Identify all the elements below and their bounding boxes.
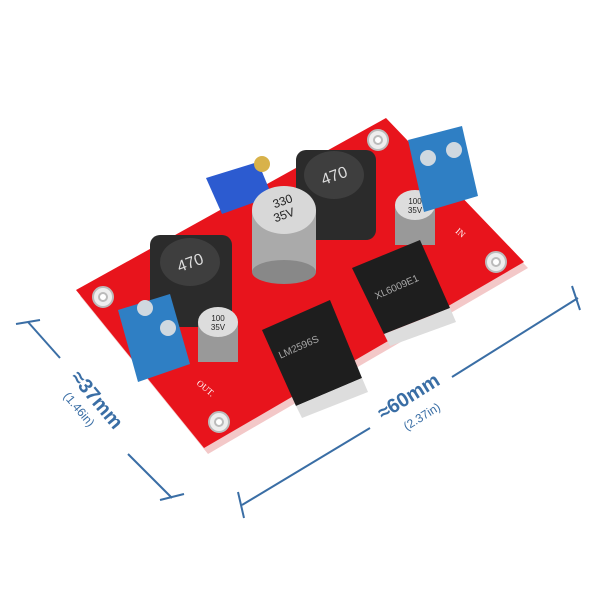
- capacitor-in-voltage: 35V: [408, 206, 423, 215]
- capacitor-in-label: 100: [408, 197, 422, 206]
- capacitor-out-label: 100: [211, 314, 225, 323]
- terminal-block-out[interactable]: [118, 294, 190, 382]
- capacitor-330-label: 330: [271, 191, 295, 211]
- terminal-block-in[interactable]: [408, 126, 478, 212]
- mounting-holes: [92, 129, 507, 433]
- capacitor-out-voltage: 35V: [211, 323, 226, 332]
- regulator-chip-right: XL6009E1: [352, 240, 456, 346]
- capacitor-100uf-out: 100 35V: [198, 307, 238, 362]
- width-dimension: [15, 319, 185, 501]
- capacitor-330uf: 330 35V: [252, 186, 316, 284]
- regulator-chip-left: LM2596S: [262, 300, 368, 418]
- capacitor-330-voltage: 35V: [272, 205, 297, 225]
- length-dimension: [237, 285, 581, 519]
